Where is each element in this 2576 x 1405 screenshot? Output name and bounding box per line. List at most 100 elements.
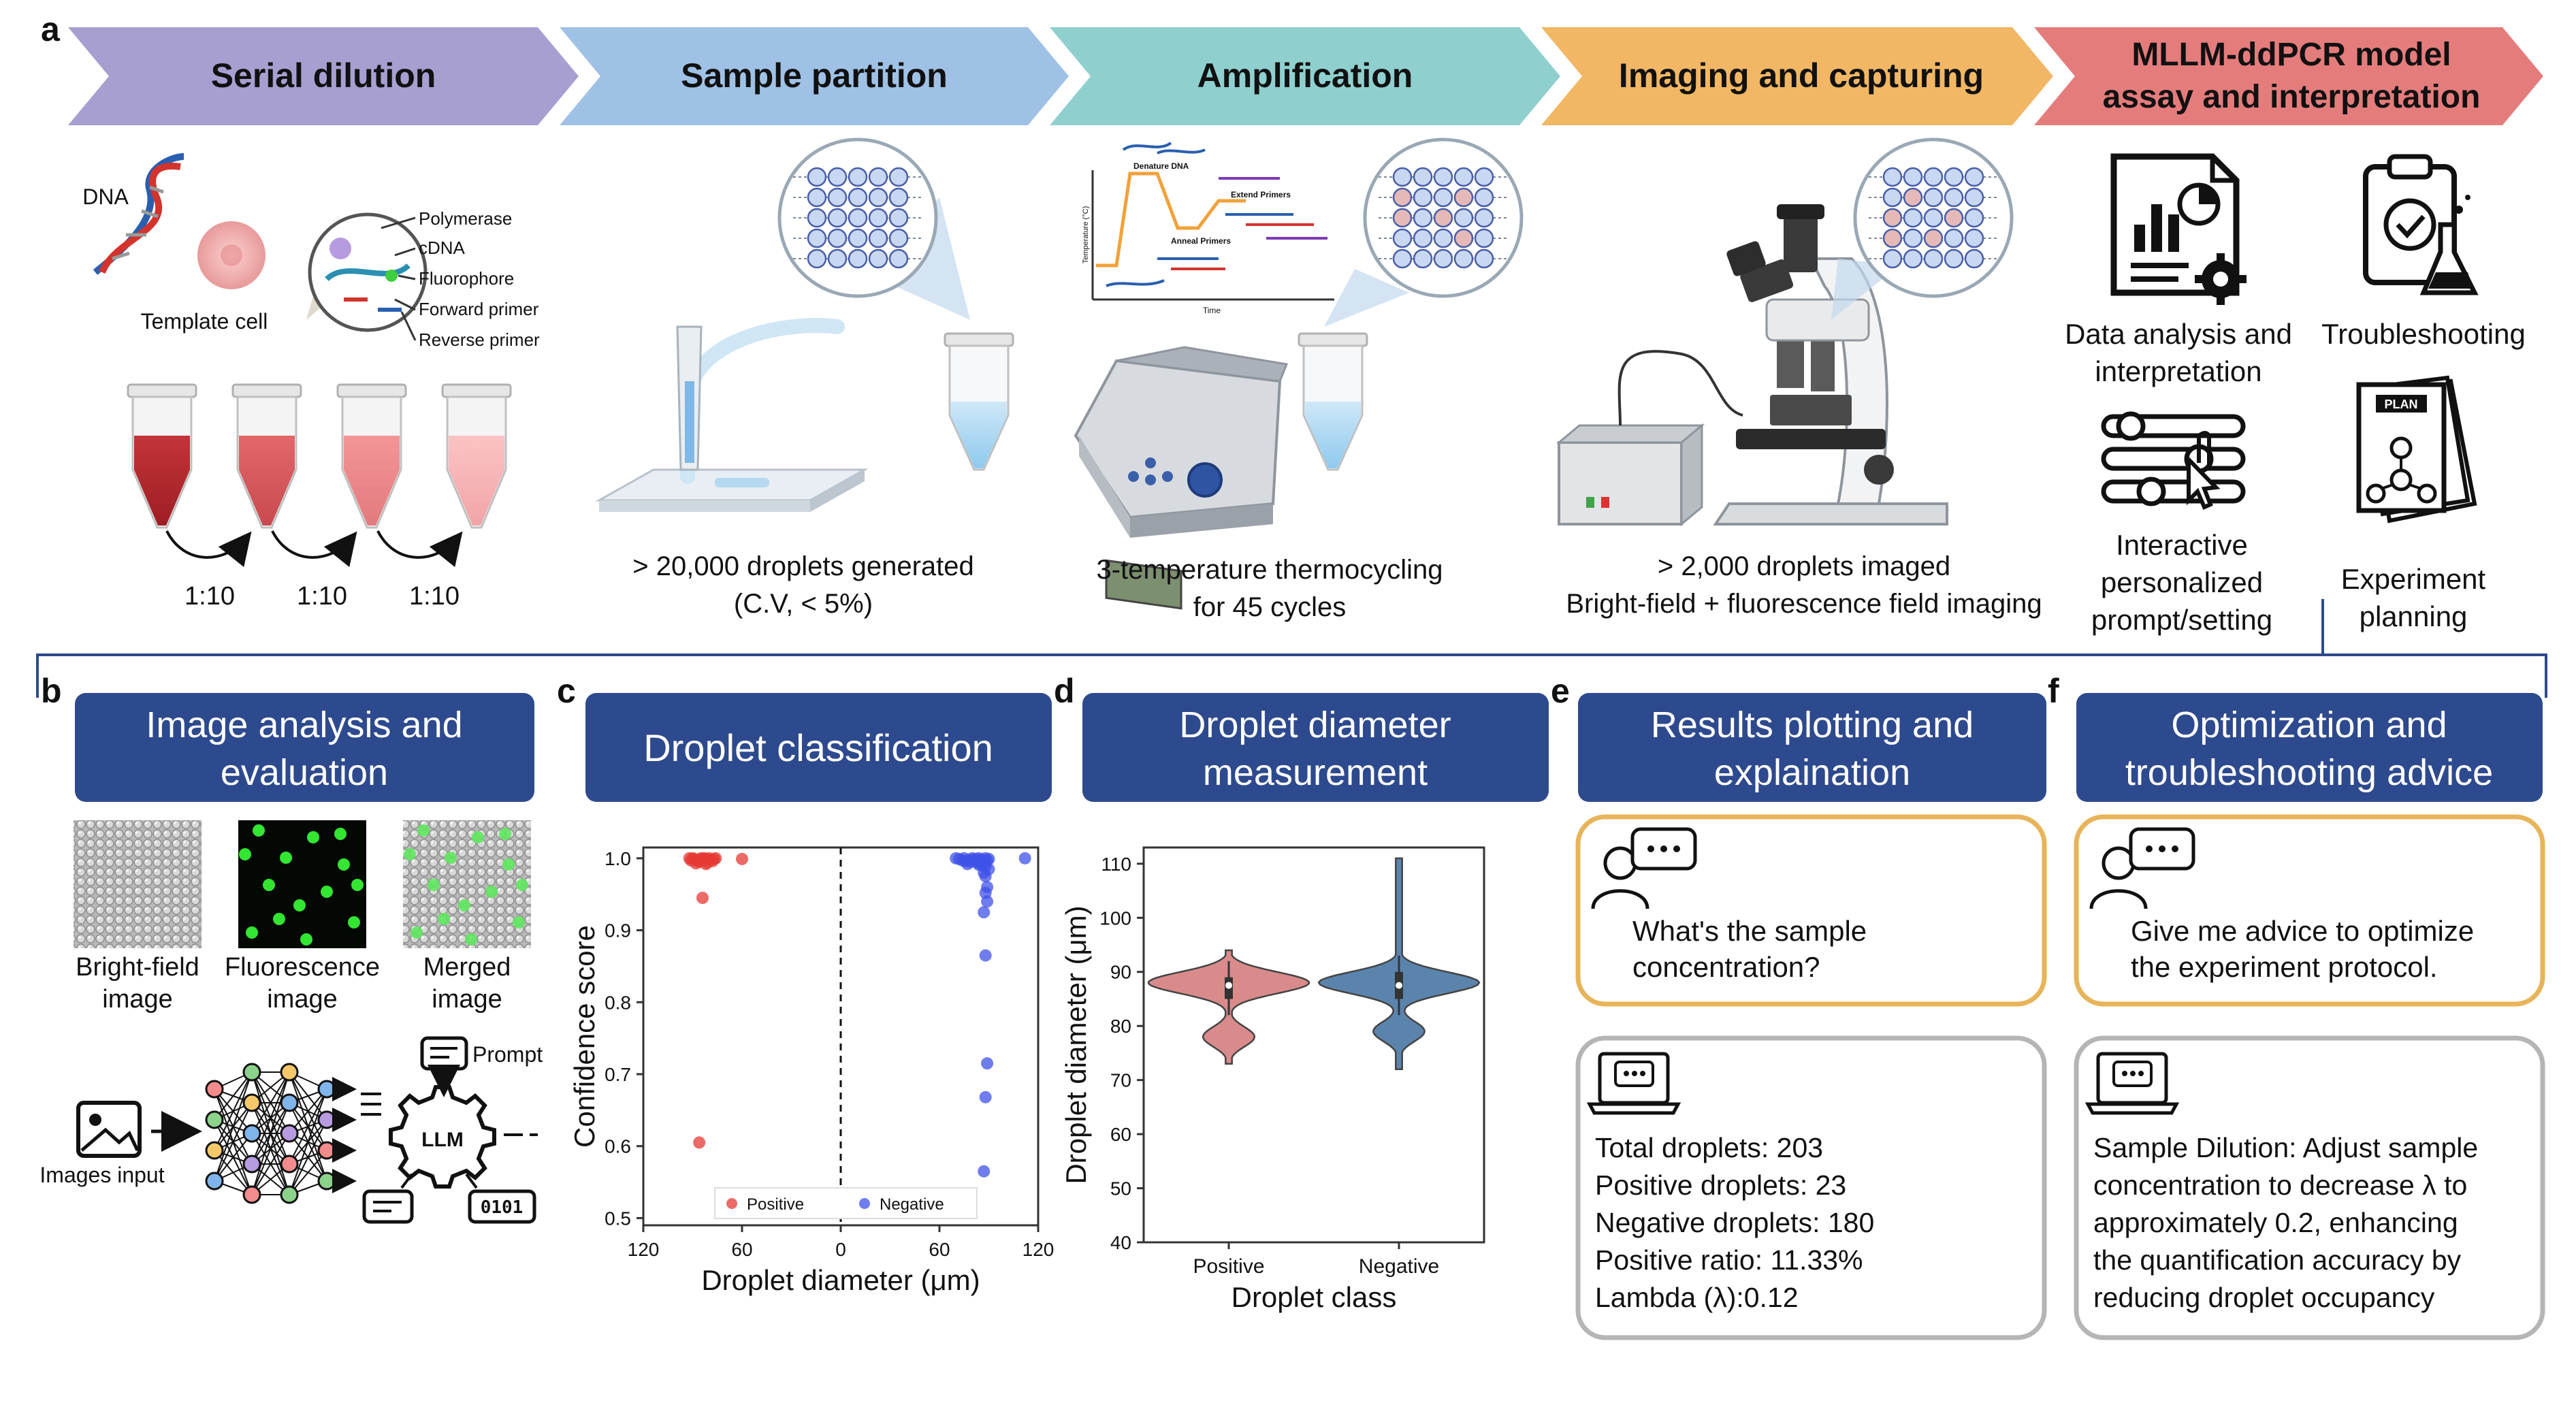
droplet xyxy=(1903,167,1923,187)
imaging-illustration: > 2,000 droplets imaged Bright-field + f… xyxy=(1556,138,2042,619)
negative-point xyxy=(961,858,974,871)
y-tick-label: 60 xyxy=(1110,1124,1131,1145)
droplet xyxy=(1392,228,1413,248)
step-arrow-sample-partition xyxy=(560,27,1069,125)
network-node xyxy=(205,1172,224,1191)
droplet xyxy=(888,187,909,208)
droplet xyxy=(1903,248,1923,269)
x-tick-label: 60 xyxy=(731,1239,752,1260)
droplet xyxy=(827,228,848,248)
thermo-axis-y: Temperature (°C) xyxy=(1082,206,1090,263)
ratio-label-1: 1:10 xyxy=(184,582,235,611)
droplet xyxy=(1474,208,1494,228)
network-node xyxy=(280,1063,299,1082)
ratio-label-3: 1:10 xyxy=(409,582,460,611)
panel-e-question-line1: What's the sample xyxy=(1632,915,1867,947)
imaging-caption-line2: Bright-field + fluorescence field imagin… xyxy=(1566,589,2042,619)
panel-b-header xyxy=(75,693,534,802)
panel-letter-a: a xyxy=(41,10,61,48)
ratio-label-2: 1:10 xyxy=(297,582,347,611)
droplet xyxy=(1474,167,1494,187)
fluorescent-droplet xyxy=(246,926,258,939)
fluorescence-image xyxy=(238,820,366,948)
fluorescent-droplet xyxy=(300,933,312,946)
droplet xyxy=(1453,167,1474,187)
fluorescent-droplet xyxy=(351,879,364,891)
negative-point xyxy=(1018,852,1031,865)
fluorescent-droplet xyxy=(338,858,350,871)
x-tick-label: 60 xyxy=(929,1239,950,1260)
x-tick-label: 120 xyxy=(1023,1239,1054,1260)
network-node xyxy=(317,1141,336,1160)
droplet xyxy=(868,208,888,228)
network-node xyxy=(242,1154,261,1174)
droplet xyxy=(868,187,888,208)
panel-d-header-line2: measurement xyxy=(1203,752,1428,793)
laptop-chat-icon xyxy=(1586,1052,1681,1115)
droplet xyxy=(1903,187,1923,208)
dilution-arrows xyxy=(165,530,463,568)
bright-field-image xyxy=(74,820,202,948)
droplet xyxy=(1392,167,1413,187)
interactive-label-line3: prompt/setting xyxy=(2091,604,2272,636)
y-tick-label: 0.9 xyxy=(605,920,631,941)
droplet xyxy=(1923,167,1944,187)
collection-tube-icon xyxy=(944,332,1014,471)
merged-label-line2: image xyxy=(432,985,502,1014)
x-axis-label: Droplet class xyxy=(1231,1281,1397,1313)
network-node xyxy=(205,1110,224,1129)
bright-field-label-line1: Bright-field xyxy=(76,953,199,982)
panel-f-answer-line3: approximately 0.2, enhancing xyxy=(2093,1207,2458,1238)
droplet xyxy=(1882,228,1903,248)
merged-droplet xyxy=(513,916,525,928)
experiment-plan-icon: PLAN xyxy=(2356,375,2477,523)
droplet xyxy=(848,228,868,248)
panel-f-answer-line2: concentration to decrease λ to xyxy=(2093,1169,2467,1201)
panel-f-answer-line4: the quantification accuracy by xyxy=(2093,1244,2462,1276)
droplet xyxy=(1903,228,1923,248)
droplet xyxy=(807,187,827,208)
droplet xyxy=(807,167,827,187)
droplet xyxy=(1453,187,1474,208)
positive-point xyxy=(693,1136,706,1149)
bright-field-label-line2: image xyxy=(102,985,173,1014)
troubleshooting-icon xyxy=(2363,154,2479,295)
workflow-steps: Serial dilution Sample partition Amplifi… xyxy=(68,27,2543,125)
droplet xyxy=(1392,187,1413,208)
y-tick-label: 100 xyxy=(1099,907,1131,928)
panel-f-answer-bubble xyxy=(2074,1035,2545,1340)
scatter-legend xyxy=(714,1187,978,1219)
step-label-imaging: Imaging and capturing xyxy=(1619,56,1984,95)
panel-e-header-line1: Results plotting and xyxy=(1651,705,1974,745)
legend-marker xyxy=(726,1198,737,1209)
amplification-caption-line1: 3-temperature thermocycling xyxy=(1096,555,1443,585)
images-input-label: Images input xyxy=(39,1163,164,1187)
llm-label: LLM xyxy=(421,1129,464,1151)
droplet xyxy=(1474,248,1494,269)
network-node xyxy=(242,1124,261,1143)
step-arrow-imaging xyxy=(1541,27,2053,125)
droplet xyxy=(827,167,848,187)
merged-image xyxy=(403,820,531,948)
binary-label: 0101 xyxy=(481,1197,524,1218)
fluorescent-droplet xyxy=(253,824,265,837)
thermocycling-graph: Denature DNA Extend Primers Anneal Prime… xyxy=(1082,142,1334,315)
mllm-illustration: Data analysis and interpretation Trouble… xyxy=(2065,153,2526,636)
droplet xyxy=(1923,248,1944,269)
droplet xyxy=(1944,228,1964,248)
droplet xyxy=(868,167,888,187)
droplet xyxy=(1433,228,1453,248)
y-tick-label: 0.6 xyxy=(605,1136,631,1157)
network-node xyxy=(280,1185,299,1204)
network-node xyxy=(280,1154,299,1174)
merged-droplet xyxy=(485,886,498,898)
fluorescence-label-line2: image xyxy=(267,985,338,1014)
tube-1 xyxy=(127,383,197,529)
median-marker xyxy=(1396,982,1402,989)
network-node xyxy=(205,1080,224,1099)
droplet xyxy=(827,248,848,269)
equivalence-mark xyxy=(361,1093,381,1116)
fluorescent-droplet xyxy=(273,913,285,925)
